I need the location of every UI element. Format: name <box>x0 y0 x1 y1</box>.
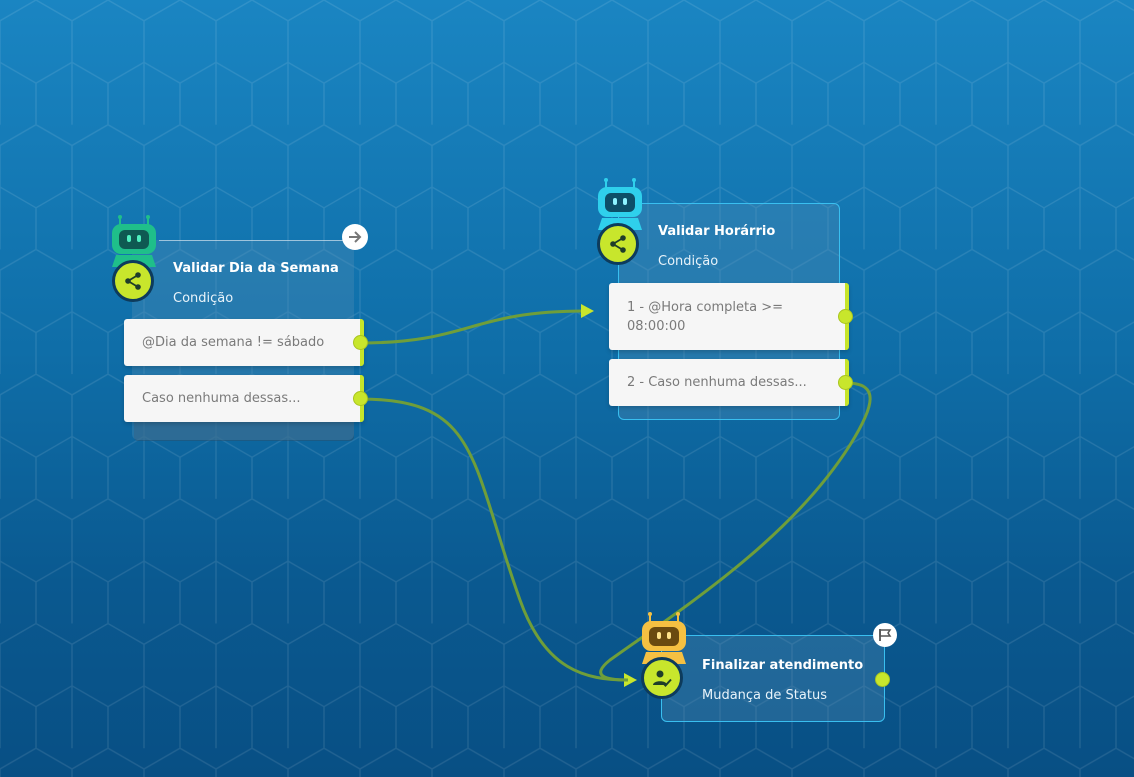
node-finalizar-atendimento[interactable]: Finalizar atendimento Mudança de Status <box>634 612 904 727</box>
arrow-right-icon <box>349 231 362 243</box>
node-validar-horario[interactable]: Validar Horárrio Condição 1 - @Hora comp… <box>590 178 860 428</box>
node-card <box>661 635 885 722</box>
node-end-button[interactable] <box>873 623 897 647</box>
user-check-icon <box>653 670 672 687</box>
condition-row[interactable]: 2 - Caso nenhuma dessas... <box>609 359 849 406</box>
node-title: Finalizar atendimento <box>702 658 864 673</box>
condition-label: 2 - Caso nenhuma dessas... <box>627 375 807 390</box>
action-share-button[interactable] <box>597 223 639 265</box>
node-subtitle: Condição <box>658 254 719 269</box>
node-title: Validar Horárrio <box>658 224 776 239</box>
node-validar-dia-semana[interactable]: Validar Dia da Semana Condição @Dia da s… <box>104 215 374 445</box>
output-port[interactable] <box>838 309 853 324</box>
output-port[interactable] <box>838 375 853 390</box>
action-share-button[interactable] <box>112 260 154 302</box>
condition-row[interactable]: Caso nenhuma dessas... <box>124 375 364 422</box>
output-port[interactable] <box>353 335 368 350</box>
output-port[interactable] <box>353 391 368 406</box>
output-port[interactable] <box>875 672 890 687</box>
condition-label-line2: 08:00:00 <box>627 318 686 334</box>
condition-label: Caso nenhuma dessas... <box>142 391 301 406</box>
condition-row[interactable]: 1 - @Hora completa >= 08:00:00 <box>609 283 849 350</box>
condition-row[interactable]: @Dia da semana != sábado <box>124 319 364 366</box>
node-subtitle: Mudança de Status <box>702 688 827 703</box>
flag-icon <box>879 629 892 641</box>
node-header-line <box>159 240 349 241</box>
condition-label-line1: 1 - @Hora completa >= <box>627 299 784 315</box>
condition-label: @Dia da semana != sábado <box>142 335 325 350</box>
share-icon <box>610 235 626 253</box>
share-icon <box>125 272 141 290</box>
node-next-button[interactable] <box>342 224 368 250</box>
node-title: Validar Dia da Semana <box>173 261 339 276</box>
node-subtitle: Condição <box>173 291 234 306</box>
robot-icon <box>598 178 642 230</box>
action-status-button[interactable] <box>641 657 683 699</box>
